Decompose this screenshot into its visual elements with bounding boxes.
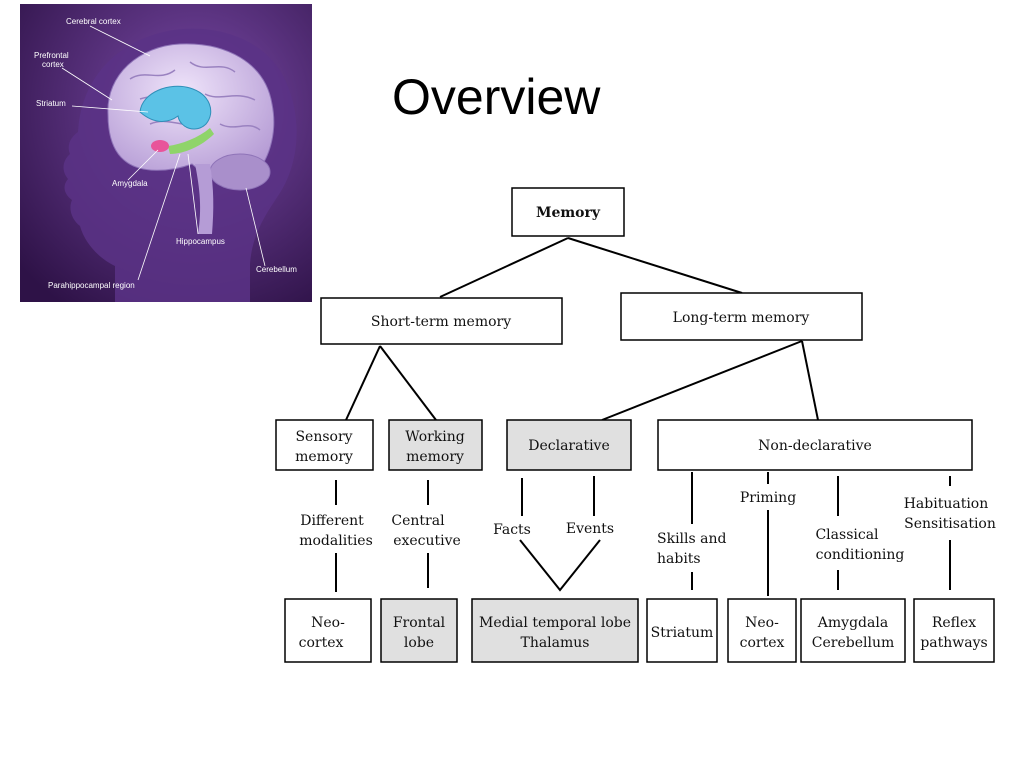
label-habituation: Habituation: [904, 496, 989, 512]
brain-illustration: Cerebral cortex Prefrontal cortex Striat…: [20, 4, 312, 302]
label-habits: habits: [657, 551, 701, 567]
label-central-executive: Central: [391, 513, 445, 529]
edge-long-declarative: [601, 340, 803, 421]
svg-text:Working: Working: [405, 429, 465, 445]
brain-stem: [195, 164, 214, 234]
label-sensitisation: Sensitisation: [904, 516, 996, 532]
label-events: Events: [566, 521, 614, 537]
leaf-neocortex-1: Neo- cortex: [284, 598, 372, 663]
leaf-amygdala-cerebellum: Amygdala Cerebellum: [800, 598, 906, 663]
svg-text:cortex: cortex: [740, 635, 785, 651]
label-prefrontal-2: cortex: [42, 60, 64, 69]
svg-text:Amygdala: Amygdala: [817, 615, 888, 631]
node-declarative: Declarative: [506, 419, 632, 471]
label-striatum: Striatum: [36, 99, 66, 108]
label-cerebral-cortex: Cerebral cortex: [66, 17, 121, 26]
svg-text:lobe: lobe: [404, 635, 434, 651]
svg-text:memory: memory: [295, 449, 353, 465]
svg-text:Long-term memory: Long-term memory: [673, 310, 810, 326]
diagram-edges: [335, 237, 951, 596]
leaf-medial-temporal-lobe: Medial temporal lobe Thalamus: [471, 598, 639, 663]
svg-text:Medial temporal lobe: Medial temporal lobe: [479, 615, 631, 631]
edge-short-working: [379, 345, 437, 421]
edge-declarative-merge: [519, 539, 601, 592]
svg-text:Short-term memory: Short-term memory: [371, 314, 511, 330]
svg-text:Neo-: Neo-: [745, 615, 779, 631]
svg-text:Frontal: Frontal: [393, 615, 446, 631]
svg-text:Sensory: Sensory: [295, 429, 352, 445]
edge-memory-long: [567, 237, 743, 294]
label-priming: Priming: [740, 490, 796, 506]
node-sensory-memory: Sensory memory: [275, 419, 374, 471]
hippocampus-shape: [168, 128, 214, 154]
svg-text:Declarative: Declarative: [528, 438, 610, 454]
label-hippocampus: Hippocampus: [176, 237, 225, 246]
label-cerebellum: Cerebellum: [256, 265, 297, 274]
node-long-term-memory: Long-term memory: [620, 292, 863, 341]
label-parahippocampal: Parahippocampal region: [48, 281, 135, 290]
leaf-neocortex-2: Neo- cortex: [727, 598, 797, 663]
label-amygdala: Amygdala: [112, 179, 148, 188]
edge-short-sensory: [345, 345, 381, 421]
label-skills: Skills and: [657, 531, 727, 547]
svg-text:Striatum: Striatum: [651, 625, 714, 641]
node-working-memory: Working memory: [388, 419, 483, 471]
svg-text:Non-declarative: Non-declarative: [758, 438, 872, 454]
label-conditioning: conditioning: [816, 547, 905, 563]
edge-memory-short: [439, 237, 569, 298]
node-non-declarative: Non-declarative: [657, 419, 973, 471]
svg-text:Neo-: Neo-: [311, 615, 345, 631]
label-classical: Classical: [815, 527, 879, 543]
label-different-modalities-2: modalities: [299, 533, 373, 549]
amygdala-shape: [151, 140, 169, 152]
leaf-striatum: Striatum: [646, 598, 718, 663]
svg-text:Memory: Memory: [536, 205, 601, 221]
svg-text:cortex: cortex: [299, 635, 344, 651]
striatum-shape: [139, 85, 212, 130]
svg-text:Cerebellum: Cerebellum: [812, 635, 894, 651]
svg-text:pathways: pathways: [920, 635, 987, 651]
svg-text:memory: memory: [406, 449, 464, 465]
node-short-term-memory: Short-term memory: [320, 297, 563, 345]
label-facts: Facts: [493, 522, 531, 538]
leaf-reflex-pathways: Reflex pathways: [913, 598, 995, 663]
slide-title: Overview: [392, 69, 601, 125]
edge-long-nondeclarative: [801, 340, 819, 421]
label-different-modalities: Different: [300, 513, 364, 529]
label-prefrontal: Prefrontal: [34, 51, 69, 60]
svg-text:Reflex: Reflex: [932, 615, 976, 631]
leaf-frontal-lobe: Frontal lobe: [380, 598, 458, 663]
svg-text:Thalamus: Thalamus: [520, 635, 589, 651]
label-central-executive-2: executive: [393, 533, 461, 549]
node-memory: Memory: [511, 187, 625, 237]
